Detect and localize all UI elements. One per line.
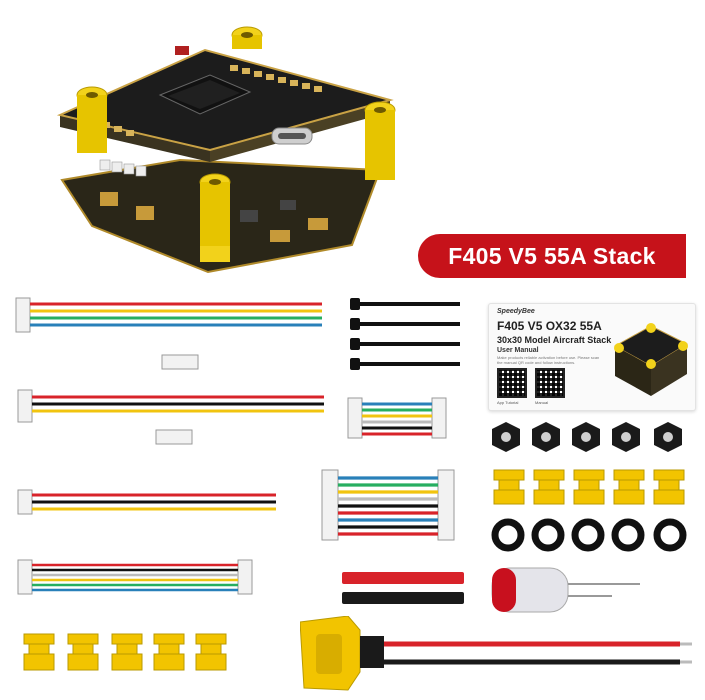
manual-doc-type: User Manual bbox=[497, 347, 539, 354]
manual-note: Make products reliable activation before… bbox=[497, 355, 600, 365]
grommets-image bbox=[493, 469, 685, 505]
power-wires-image bbox=[342, 572, 464, 604]
grommets-bottom-image bbox=[23, 633, 227, 671]
manual-title: F405 V5 OX32 55A bbox=[497, 319, 602, 333]
xt60-connector-image bbox=[300, 616, 692, 691]
capacitor-image bbox=[491, 567, 640, 613]
connector-cables-image bbox=[15, 297, 324, 595]
o-rings-image bbox=[491, 518, 687, 552]
user-manual-card: SpeedyBee F405 V5 OX32 55A 30x30 Model A… bbox=[488, 303, 696, 411]
hex-nuts-image bbox=[492, 422, 682, 452]
qr-caption: Manual bbox=[535, 400, 549, 405]
product-banner: F405 V5 55A Stack bbox=[418, 234, 686, 278]
qr-code-icon bbox=[535, 368, 565, 398]
qr-caption: App Tutorial bbox=[497, 400, 519, 405]
manual-board-thumbnail bbox=[613, 323, 689, 396]
manual-subtitle: 30x30 Model Aircraft Stack bbox=[497, 335, 612, 345]
stack-cables-image bbox=[321, 397, 455, 541]
screws-image bbox=[350, 298, 460, 370]
flight-controller-stack-image bbox=[56, 26, 396, 274]
qr-code-icon bbox=[497, 368, 527, 398]
manual-brand: SpeedyBee bbox=[497, 308, 535, 315]
